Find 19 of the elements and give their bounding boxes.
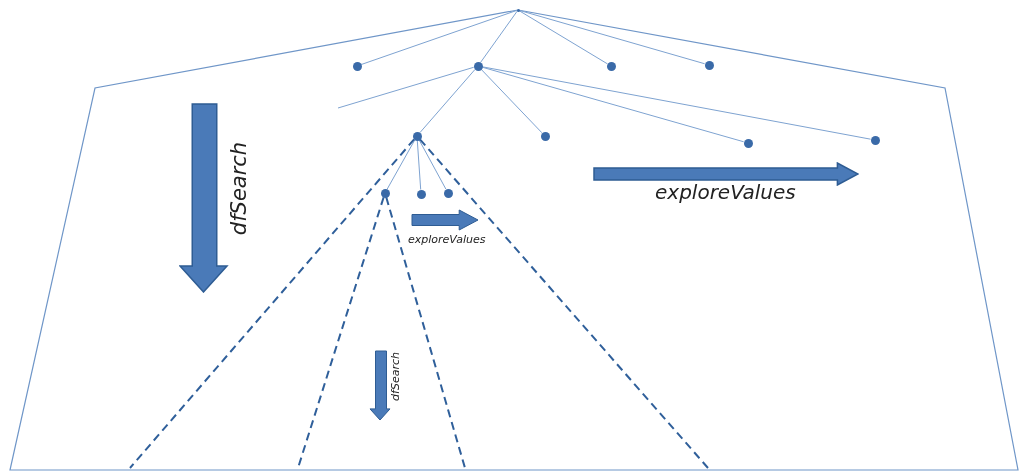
direction-label: exploreValues — [408, 234, 486, 245]
tree-branch-line — [481, 66, 872, 140]
direction-label: dfSearch — [229, 141, 251, 236]
tree-branch-line — [416, 140, 422, 190]
tree-branch-line — [518, 9, 706, 65]
tree-branch-line — [518, 10, 608, 65]
tree-branch-line — [481, 66, 745, 143]
tree-branch-line — [480, 10, 518, 63]
tree-branch-line — [386, 139, 416, 190]
direction-label: dfSearch — [389, 352, 401, 401]
dashed-line — [385, 196, 466, 469]
dashed-line — [418, 138, 709, 469]
tree-branch-line — [337, 66, 475, 109]
direction-label: exploreValues — [655, 182, 796, 202]
tree-branch-line — [480, 68, 543, 134]
dashed-line — [129, 138, 416, 469]
tree-branch-line — [360, 10, 518, 65]
tree-branch-line — [418, 139, 447, 190]
tree-branch-line — [419, 68, 476, 134]
